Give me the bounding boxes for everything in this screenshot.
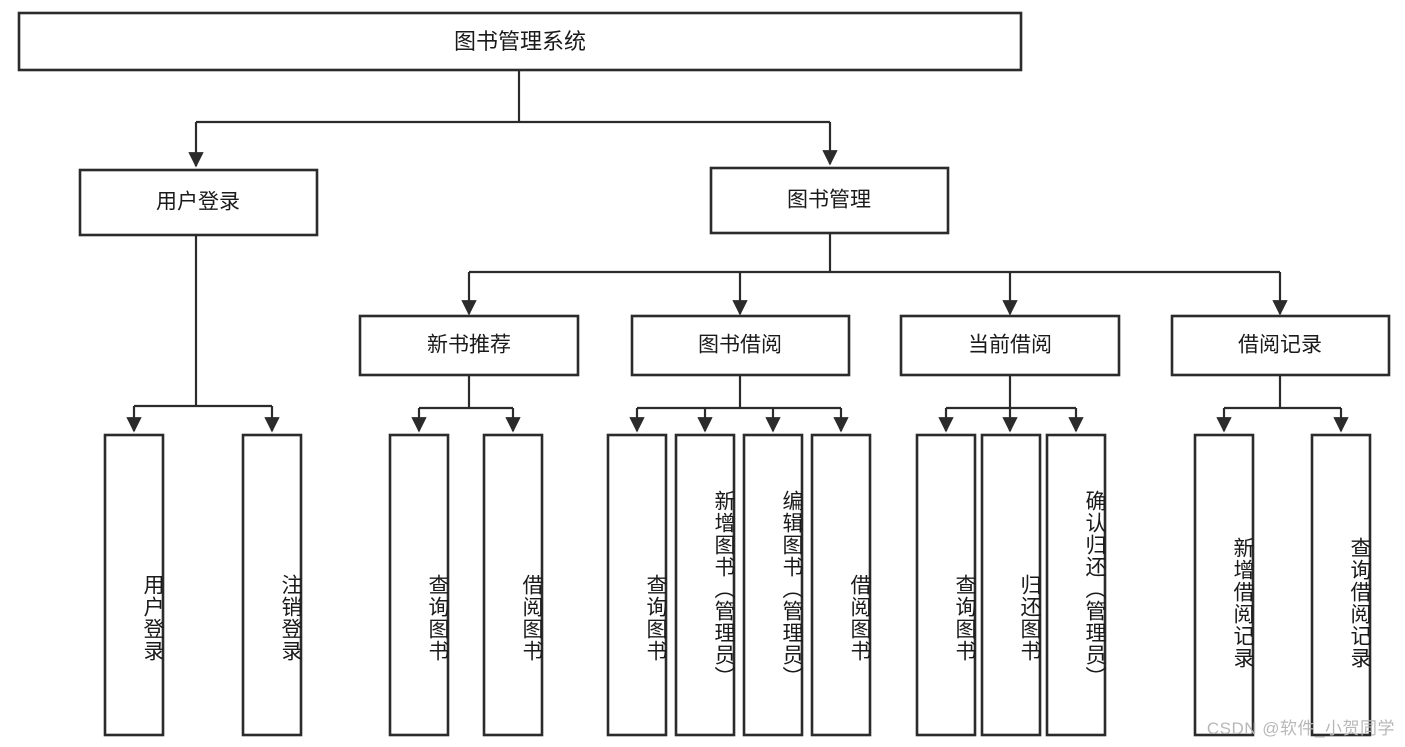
leaf-box-borrow-record-0[interactable] (1193, 433, 1255, 737)
leaf-box-borrow-record-1[interactable] (1310, 433, 1372, 737)
node-book-borrow-box[interactable] (630, 314, 851, 377)
leaf-box-current-borrow-1[interactable] (980, 433, 1042, 737)
leaf-box-book-borrow-3[interactable] (810, 433, 872, 737)
node-borrow-record-label: 借阅记录 (1238, 334, 1322, 357)
leaf-box-user-login-1[interactable] (241, 433, 303, 737)
leaf-boxes-borrow-record (1193, 433, 1372, 737)
node-root-label: 图书管理系统 (454, 29, 586, 54)
csdn-watermark: CSDN @软件_小贺同学 (1206, 719, 1395, 738)
connector-group-new-book (411, 375, 521, 433)
leaf-boxes-book-borrow (606, 433, 872, 737)
leaf-boxes-new-book-recommend (388, 433, 544, 737)
node-book-borrow-label: 图书借阅 (698, 334, 782, 357)
node-current-borrow-label: 当前借阅 (968, 334, 1052, 357)
connector-group-book-mgmt (461, 233, 1288, 316)
node-new-book-recommend-label: 新书推荐 (427, 334, 511, 357)
leaf-box-book-borrow-2[interactable] (742, 433, 804, 737)
leaf-box-user-login-0[interactable] (103, 433, 165, 737)
leaf-boxes-user-login (103, 433, 303, 737)
node-borrow-record[interactable]: 借阅记录 (1170, 314, 1391, 377)
node-new-book-recommend-box[interactable] (358, 314, 580, 377)
node-user-login-box[interactable] (78, 168, 319, 237)
leaf-box-new-book-0[interactable] (388, 433, 450, 737)
node-book-management[interactable]: 图书管理 (709, 166, 950, 235)
node-book-management-label: 图书管理 (787, 189, 871, 212)
leaf-boxes-current-borrow (915, 433, 1107, 737)
node-current-borrow-box[interactable] (899, 314, 1121, 377)
node-user-login[interactable]: 用户登录 (78, 168, 319, 237)
connector-group-borrow-record (1216, 375, 1349, 433)
leaf-box-new-book-1[interactable] (482, 433, 544, 737)
node-root[interactable]: 图书管理系统 (17, 11, 1023, 72)
node-book-management-box[interactable] (709, 166, 950, 235)
leaf-box-current-borrow-0[interactable] (915, 433, 977, 737)
leaf-box-book-borrow-1[interactable] (674, 433, 736, 737)
leaf-box-current-borrow-2[interactable] (1045, 433, 1107, 737)
node-root-box[interactable] (17, 11, 1023, 72)
connector-group-user-login (126, 235, 280, 433)
connector-group-root (188, 70, 838, 168)
connector-group-current-borrow (938, 375, 1084, 433)
node-new-book-recommend[interactable]: 新书推荐 (358, 314, 580, 377)
node-user-login-label: 用户登录 (156, 191, 240, 214)
node-book-borrow[interactable]: 图书借阅 (630, 314, 851, 377)
connector-group-book-borrow (629, 375, 849, 433)
leaf-box-book-borrow-0[interactable] (606, 433, 668, 737)
node-borrow-record-box[interactable] (1170, 314, 1391, 377)
node-current-borrow[interactable]: 当前借阅 (899, 314, 1121, 377)
